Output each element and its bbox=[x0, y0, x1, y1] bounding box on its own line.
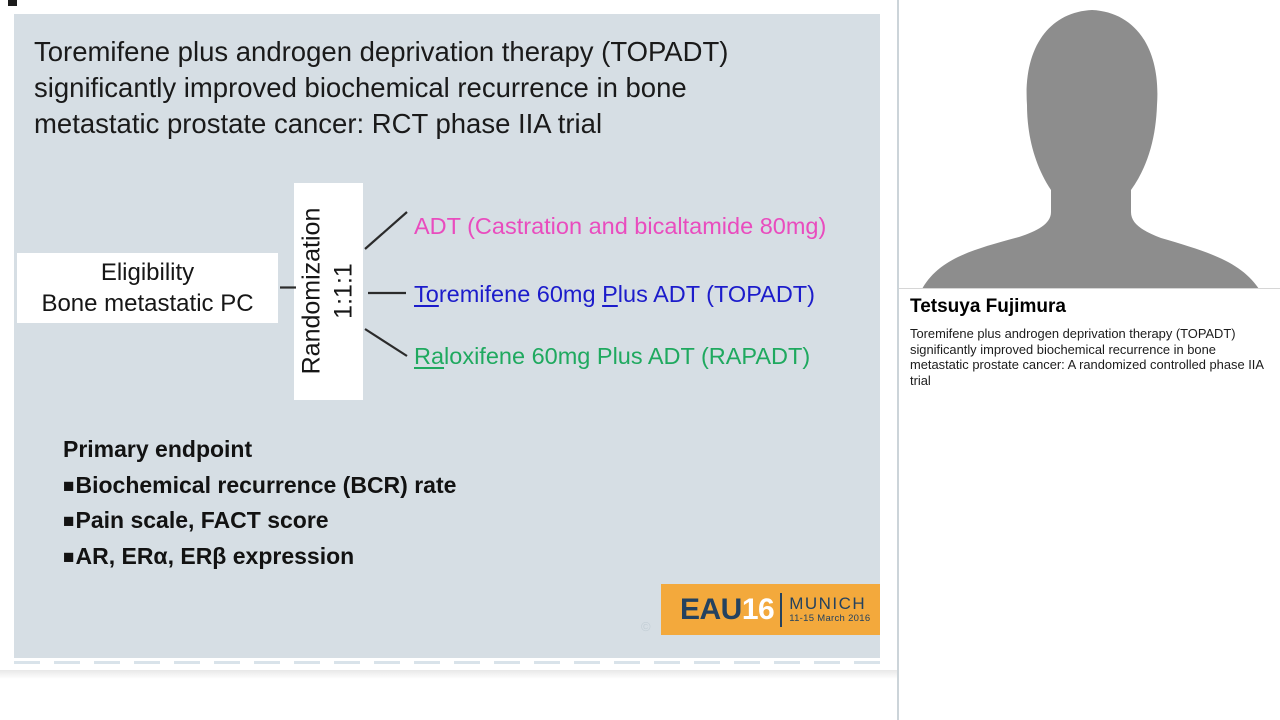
trial-arm-topadt: Toremifene 60mg Plus ADT (TOPADT) bbox=[414, 281, 815, 308]
endpoint-item: ■AR, ERα, ERβ expression bbox=[63, 543, 456, 579]
logo-right-block: MUNICH 11-15 March 2016 bbox=[789, 594, 871, 625]
speaker-avatar bbox=[899, 0, 1280, 289]
arm-topadt-seg2: remifene 60mg bbox=[438, 281, 603, 307]
square-bullet-icon: ■ bbox=[63, 546, 75, 568]
endpoint-item-text: Biochemical recurrence (BCR) rate bbox=[75, 471, 457, 498]
eligibility-box: Eligibility Bone metastatic PC bbox=[17, 253, 278, 323]
logo-divider bbox=[780, 592, 783, 627]
arm-topadt-seg1: To bbox=[414, 281, 439, 307]
presentation-slide: Toremifene plus androgen deprivation the… bbox=[14, 14, 880, 658]
speaker-talk-title: Toremifene plus androgen deprivation the… bbox=[910, 326, 1264, 388]
endpoint-item: ■Pain scale, FACT score bbox=[63, 507, 456, 543]
randomization-line1: Randomization bbox=[297, 207, 326, 375]
randomization-box bbox=[294, 183, 363, 400]
copyright-watermark: © bbox=[641, 619, 651, 634]
square-bullet-icon: ■ bbox=[63, 475, 75, 497]
primary-endpoint-block: Primary endpoint ■Biochemical recurrence… bbox=[63, 436, 456, 578]
person-silhouette-icon bbox=[922, 10, 1259, 288]
arm-rapadt-seg1: Ra bbox=[414, 343, 445, 369]
randomization-label: Randomization 1:1:1 bbox=[296, 183, 362, 400]
speaker-panel: Tetsuya Fujimura Toremifene plus androge… bbox=[899, 0, 1280, 720]
screen-corner-artifact bbox=[8, 0, 17, 6]
arm-adt-text: ADT (Castration and bicaltamide 80mg) bbox=[414, 213, 827, 239]
slide-title-line2: significantly improved biochemical recur… bbox=[34, 72, 687, 103]
logo-org-text: EAU bbox=[680, 592, 742, 626]
square-bullet-icon: ■ bbox=[63, 511, 75, 532]
trial-arm-rapadt: Raloxifene 60mg Plus ADT (RAPADT) bbox=[414, 343, 810, 370]
logo-year-text: 16 bbox=[741, 592, 775, 626]
speaker-name: Tetsuya Fujimura bbox=[910, 296, 1066, 317]
endpoint-item: ■Biochemical recurrence (BCR) rate bbox=[63, 472, 456, 508]
arm-rapadt-seg2: loxifene 60mg Plus ADT (RAPADT) bbox=[444, 343, 811, 369]
endpoint-item-text: Pain scale, FACT score bbox=[75, 507, 329, 533]
endpoint-item-text: AR, ERα, ERβ expression bbox=[75, 542, 355, 569]
arm-topadt-seg3: P bbox=[602, 281, 618, 307]
primary-endpoint-heading: Primary endpoint bbox=[63, 436, 253, 462]
eligibility-line1: Eligibility bbox=[100, 259, 195, 286]
logo-dates-text: 11-15 March 2016 bbox=[789, 613, 871, 624]
slide-title-line3: metastatic prostate cancer: RCT phase II… bbox=[34, 108, 603, 139]
slide-title: Toremifene plus androgen deprivation the… bbox=[34, 34, 854, 142]
panel-divider-line bbox=[897, 0, 899, 720]
slide-drop-shadow bbox=[0, 670, 897, 679]
randomization-line2: 1:1:1 bbox=[329, 263, 358, 319]
slide-bottom-dashed-line bbox=[14, 661, 880, 664]
slide-title-line1: Toremifene plus androgen deprivation the… bbox=[34, 36, 729, 67]
eligibility-line2: Bone metastatic PC bbox=[41, 290, 254, 317]
trial-arm-adt: ADT (Castration and bicaltamide 80mg) bbox=[414, 213, 826, 240]
arm-topadt-seg4: lus ADT (TOPADT) bbox=[617, 281, 815, 307]
logo-city-text: MUNICH bbox=[789, 594, 867, 613]
